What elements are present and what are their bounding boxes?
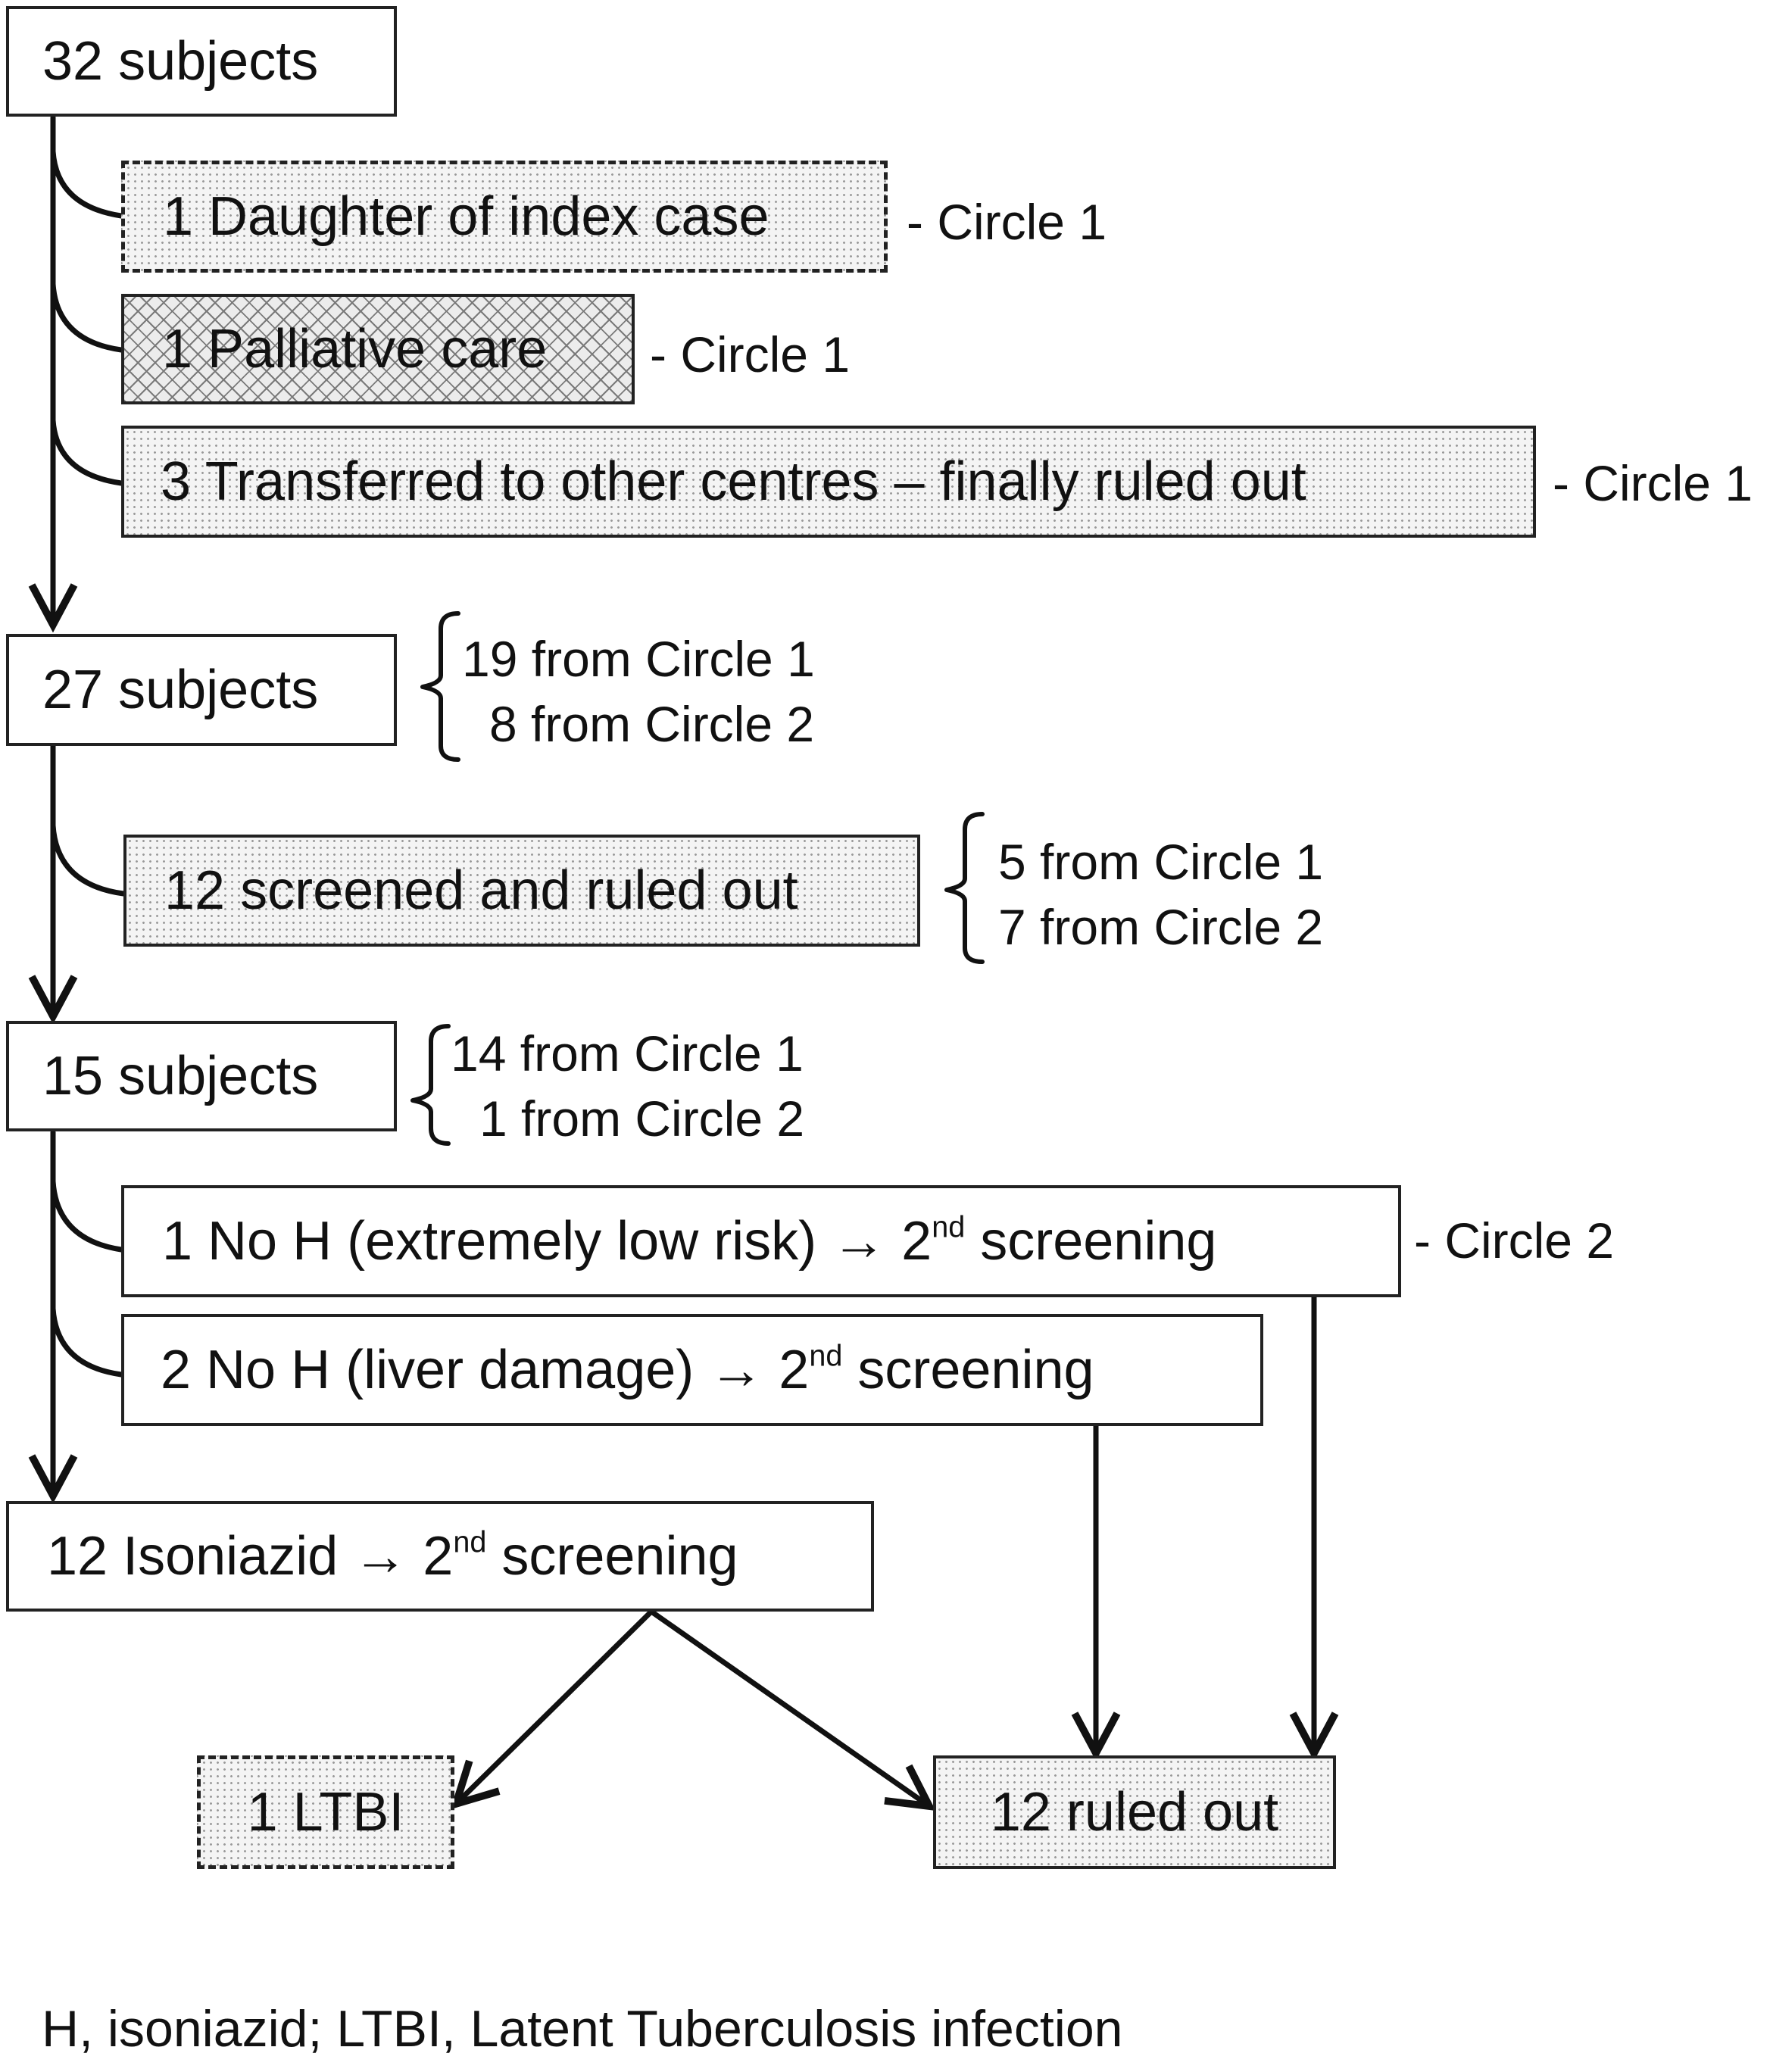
box-no-h-liver-label: 2 No H (liver damage) → 2nd screening xyxy=(161,1339,1094,1401)
no-h-liver-text: 2 No H (liver damage) → 2 xyxy=(161,1340,810,1400)
box-isoniazid-label: 12 Isoniazid → 2nd screening xyxy=(47,1525,738,1587)
no-h-low-risk-sup: nd xyxy=(932,1210,966,1244)
box-32-subjects-label: 32 subjects xyxy=(42,31,319,92)
note-palliative-circle: - Circle 1 xyxy=(650,326,851,382)
branch-noh-liver xyxy=(50,1306,124,1378)
breakdown-15-subjects: 14 from Circle 1 1 from Circle 2 xyxy=(451,1021,804,1151)
breakdown-15-line-1: 14 from Circle 1 xyxy=(451,1025,804,1081)
box-screened-ruled-out: 12 screened and ruled out xyxy=(123,835,920,947)
note-no-h-low-circle: - Circle 2 xyxy=(1414,1212,1615,1268)
no-h-liver-screening: screening xyxy=(842,1340,1094,1400)
box-palliative-care: 1 Palliative care xyxy=(121,294,635,404)
box-palliative-label: 1 Palliative care xyxy=(162,319,548,379)
box-daughter-label: 1 Daughter of index case xyxy=(163,186,769,247)
isoniazid-sup: nd xyxy=(453,1525,487,1559)
breakdown-screened-line-1: 5 from Circle 1 xyxy=(998,834,1324,890)
breakdown-15-line-2: 1 from Circle 2 xyxy=(479,1091,805,1147)
brace-15-subjects xyxy=(410,1024,451,1146)
branch-palliative xyxy=(50,281,124,353)
isoniazid-text: 12 Isoniazid → 2 xyxy=(47,1526,454,1587)
box-ltbi: 1 LTBI xyxy=(197,1755,454,1869)
box-15-subjects-label: 15 subjects xyxy=(42,1046,319,1106)
box-ruled-out: 12 ruled out xyxy=(933,1755,1336,1869)
note-transferred-circle: - Circle 1 xyxy=(1553,455,1753,511)
box-transferred-label: 3 Transferred to other centres – finally… xyxy=(161,451,1306,512)
branch-noh-low xyxy=(50,1178,124,1253)
box-no-h-low-risk-label: 1 No H (extremely low risk) → 2nd screen… xyxy=(162,1210,1216,1272)
box-ltbi-label: 1 LTBI xyxy=(247,1782,404,1843)
branch-transferred xyxy=(50,417,124,486)
box-no-h-liver-damage: 2 No H (liver damage) → 2nd screening xyxy=(121,1314,1263,1426)
box-screened-label: 12 screened and ruled out xyxy=(164,860,798,921)
box-15-subjects: 15 subjects xyxy=(6,1021,397,1131)
breakdown-27-line-1: 19 from Circle 1 xyxy=(462,631,815,687)
note-daughter-circle: - Circle 1 xyxy=(907,194,1107,250)
box-transferred: 3 Transferred to other centres – finally… xyxy=(121,426,1536,538)
box-no-h-low-risk: 1 No H (extremely low risk) → 2nd screen… xyxy=(121,1185,1401,1297)
breakdown-27-line-2: 8 from Circle 2 xyxy=(489,696,815,752)
box-27-subjects-label: 27 subjects xyxy=(42,660,319,720)
arrow-isoniazid-to-ltbi xyxy=(450,1609,654,1810)
arrow-isoniazid-to-ruled-out xyxy=(648,1609,936,1811)
isoniazid-screening: screening xyxy=(486,1526,738,1587)
brace-screened xyxy=(944,812,985,964)
no-h-liver-sup: nd xyxy=(809,1339,843,1373)
box-isoniazid: 12 Isoniazid → 2nd screening xyxy=(6,1501,874,1612)
breakdown-27-subjects: 19 from Circle 1 8 from Circle 2 xyxy=(462,626,815,757)
brace-27-subjects xyxy=(420,611,460,762)
no-h-low-risk-text: 1 No H (extremely low risk) → 2 xyxy=(162,1211,932,1272)
breakdown-screened: 5 from Circle 1 7 from Circle 2 xyxy=(998,829,1323,960)
no-h-low-risk-screening: screening xyxy=(965,1211,1217,1272)
box-32-subjects: 32 subjects xyxy=(6,6,397,117)
breakdown-screened-line-2: 7 from Circle 2 xyxy=(998,899,1324,955)
footnote: H, isoniazid; LTBI, Latent Tuberculosis … xyxy=(42,2000,1123,2058)
box-daughter-of-index-case: 1 Daughter of index case xyxy=(121,161,888,273)
box-ruled-out-label: 12 ruled out xyxy=(990,1782,1279,1843)
box-27-subjects: 27 subjects xyxy=(6,634,397,746)
branch-screened xyxy=(50,822,126,897)
branch-daughter xyxy=(50,148,124,219)
